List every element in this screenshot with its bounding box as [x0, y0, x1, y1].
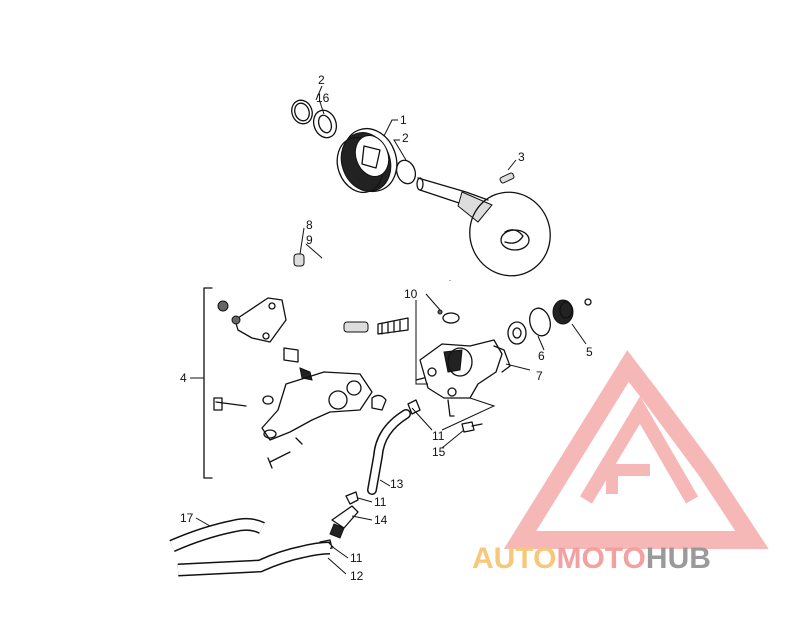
callout-16: 16 — [316, 91, 330, 105]
bracket-assembly — [203, 287, 387, 479]
pump-body — [415, 339, 511, 417]
callout-9: 9 — [306, 233, 313, 247]
callout-15: 15 — [432, 445, 446, 459]
impeller — [552, 298, 592, 325]
pulley — [336, 127, 398, 194]
callout-3: 3 — [518, 150, 525, 164]
callout-13: 14 — [374, 513, 388, 527]
callout-4: 4 — [180, 371, 187, 385]
snap-ring-right — [395, 159, 417, 185]
bolt — [461, 421, 483, 433]
callout-12: 13 — [390, 477, 404, 491]
snap-ring-top — [291, 99, 313, 125]
hose-upper — [293, 236, 452, 281]
watermark-auto: AUTO — [472, 542, 556, 575]
callout-7: 7 — [536, 369, 543, 383]
callout-6: 6 — [538, 349, 545, 363]
seal-ring — [312, 109, 338, 139]
watermark-logo — [503, 350, 769, 549]
watermark-hub: HUB — [646, 542, 711, 575]
svg-text:AUTOMOTOHUB: AUTOMOTOHUB — [472, 542, 711, 575]
callout-2-right: 2 — [402, 131, 409, 145]
callout-2-top: 2 — [318, 73, 325, 87]
callout-11-middle: 11 — [374, 495, 387, 509]
hose-14 — [177, 541, 331, 577]
callout-5: 5 — [586, 345, 593, 359]
valve — [319, 491, 359, 551]
callout-8: 8 — [306, 218, 313, 232]
hose-lower — [367, 409, 411, 495]
callout-labels: 2 16 1 2 3 8 9 10 4 5 6 7 11 15 13 11 14… — [180, 73, 593, 583]
callout-11-upper: 11 — [432, 429, 445, 443]
callout-1: 1 — [400, 113, 407, 127]
pin — [499, 172, 515, 184]
hose-17 — [169, 517, 265, 552]
drive-shaft — [416, 177, 551, 277]
watermark-moto: MOTO — [556, 542, 645, 575]
leader-lines — [190, 85, 587, 575]
watermark-text: AUTOMOTOHUB — [472, 542, 711, 575]
fitting-springs — [343, 317, 409, 335]
small-clip — [437, 309, 460, 324]
callout-14: 12 — [350, 569, 364, 583]
callout-11-lower: 11 — [350, 551, 363, 565]
callout-10: 10 — [404, 287, 418, 301]
hose-clamp — [407, 399, 421, 415]
bearing-seal — [507, 321, 527, 345]
o-ring — [529, 307, 551, 337]
callout-17: 17 — [180, 511, 194, 525]
